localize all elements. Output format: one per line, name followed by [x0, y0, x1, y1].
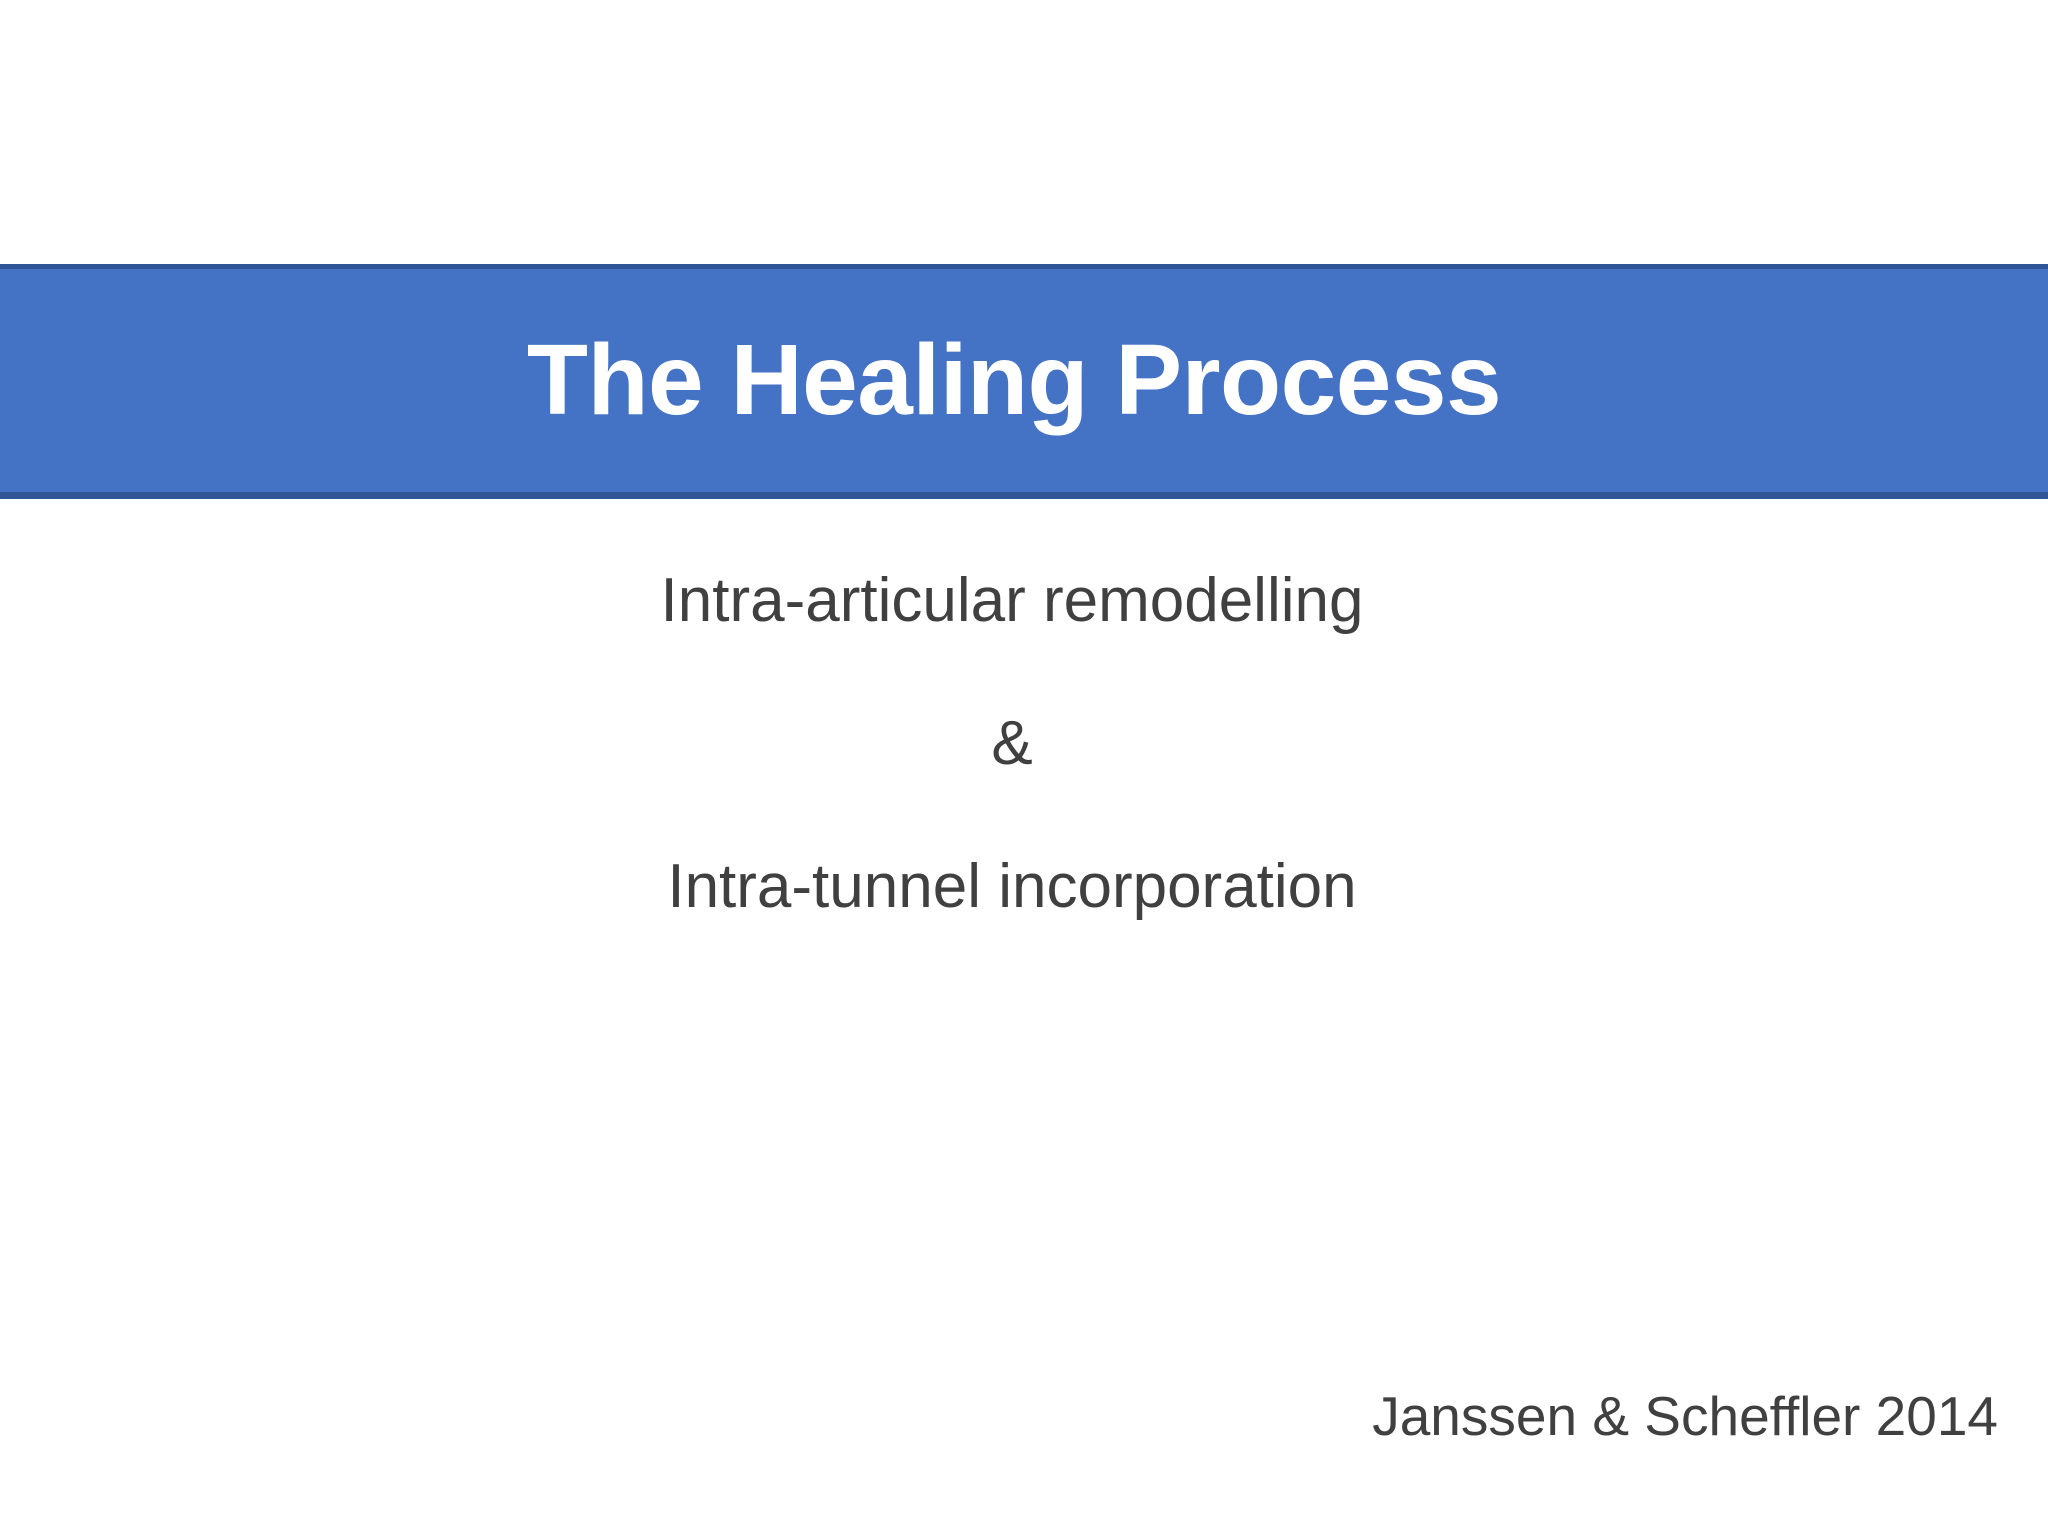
body-line-ampersand: & — [991, 709, 1033, 778]
citation-reference: Janssen & Scheffler 2014 — [1372, 1385, 1998, 1447]
body-line-intra-tunnel-incorporation: Intra-tunnel incorporation — [667, 852, 1357, 921]
slide-body: Intra-articular remodelling & Intra-tunn… — [0, 570, 2048, 918]
slide-title: The Healing Process — [526, 324, 1502, 436]
body-line-intra-articular-remodelling: Intra-articular remodelling — [660, 566, 1364, 635]
title-banner: The Healing Process — [0, 264, 2048, 499]
